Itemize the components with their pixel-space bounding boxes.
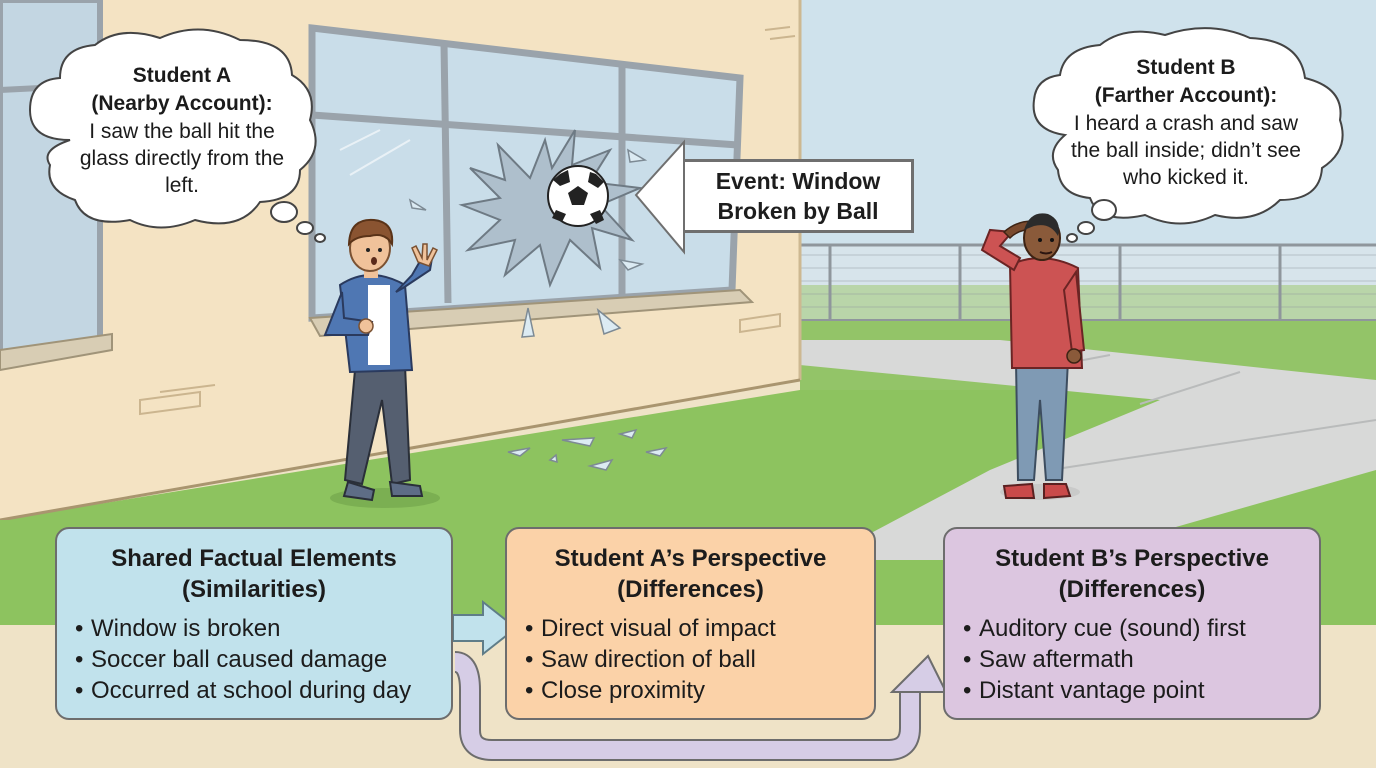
soccer-ball-icon: [547, 165, 609, 227]
sidewalk: [800, 340, 1376, 560]
shared-panel-title-line1: Shared Factual Elements: [111, 545, 397, 572]
student-a-panel-title-line1: Student A’s Perspective: [554, 545, 827, 572]
student-a-text-line3: left.: [165, 174, 199, 197]
student-a-heading-line2: (Nearby Account):: [91, 92, 273, 115]
thought-bubble-b-shape: [1032, 27, 1344, 243]
student-a-panel-list: •Direct visual of impact •Saw direction …: [525, 613, 856, 706]
student-b-thought-bubble: Student B (Farther Account): I heard a c…: [1050, 54, 1322, 191]
student-b-panel-title-line2: (Differences): [1058, 576, 1206, 603]
student-b-heading-line2: (Farther Account):: [1094, 84, 1278, 107]
student-b-text-line1: I heard a crash and saw: [1073, 112, 1299, 135]
list-item: •Close proximity: [525, 677, 706, 704]
list-item: •Distant vantage point: [963, 677, 1205, 704]
list-item: •Occurred at school during day: [75, 677, 412, 704]
student-a-text-line1: I saw the ball hit the: [89, 120, 275, 143]
student-a-perspective-panel: Student A’s Perspective (Differences) •D…: [505, 527, 876, 720]
shared-elements-panel: Shared Factual Elements (Similarities) •…: [55, 527, 453, 720]
student-b-perspective-panel: Student B’s Perspective (Differences) •A…: [943, 527, 1321, 720]
student-b-panel-list: •Auditory cue (sound) first •Saw afterma…: [963, 613, 1301, 706]
list-item: •Auditory cue (sound) first: [963, 615, 1246, 642]
list-item: •Soccer ball caused damage: [75, 646, 388, 673]
list-item: •Direct visual of impact: [525, 615, 776, 642]
arrow-shared-to-a: [452, 599, 518, 657]
student-a-heading-line1: Student A: [132, 64, 232, 87]
student-b-text-line3: who kicked it.: [1122, 166, 1250, 189]
list-item: •Saw direction of ball: [525, 646, 756, 673]
event-label: Event: Window Broken by Ball: [683, 160, 913, 232]
event-label-line2: Broken by Ball: [717, 198, 879, 224]
student-b-figure: [980, 213, 1086, 500]
brick-marks: [139, 26, 796, 416]
student-a-panel-title-line2: (Differences): [617, 576, 764, 603]
student-b-heading-line1: Student B: [1136, 56, 1236, 79]
list-item: •Saw aftermath: [963, 646, 1134, 673]
event-label-line1: Event: Window: [715, 168, 881, 194]
glass-shards: [408, 148, 668, 471]
student-b-text-line2: the ball inside; didn’t see: [1071, 139, 1301, 162]
student-a-text-line2: glass directly from the: [79, 147, 285, 170]
thought-bubble-a-shape: [28, 28, 326, 243]
student-a-thought-bubble: Student A (Nearby Account): I saw the ba…: [52, 62, 312, 199]
chain-link-fence: [800, 243, 1376, 321]
student-a-figure: [323, 218, 440, 508]
shared-panel-title-line2: (Similarities): [181, 576, 327, 603]
arrow-shared-to-b-head: [889, 654, 948, 693]
shared-panel-list: •Window is broken •Soccer ball caused da…: [75, 613, 433, 706]
student-b-panel-title-line1: Student B’s Perspective: [995, 545, 1269, 572]
list-item: •Window is broken: [75, 615, 281, 642]
